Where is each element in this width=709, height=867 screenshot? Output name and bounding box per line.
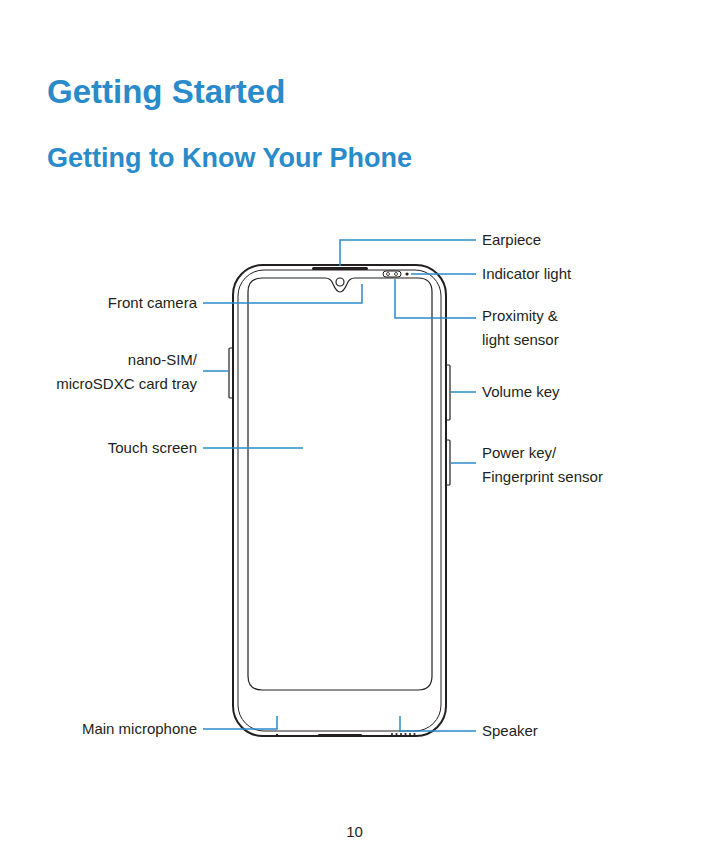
leader-lines bbox=[203, 240, 476, 731]
phone-bezel bbox=[238, 270, 441, 731]
leader-line bbox=[411, 273, 476, 275]
speaker-hole bbox=[413, 733, 415, 735]
sensor-window bbox=[387, 273, 390, 276]
speaker-hole bbox=[404, 733, 406, 735]
part-label: nano-SIM/ microSDXC card tray bbox=[52, 348, 197, 396]
speaker-hole bbox=[409, 733, 411, 735]
front-camera-lens bbox=[336, 278, 344, 286]
phone-outline bbox=[233, 265, 446, 736]
section-heading: Getting to Know Your Phone bbox=[47, 142, 412, 174]
part-label: Volume key bbox=[482, 380, 560, 404]
usb-port bbox=[318, 734, 362, 736]
leader-line bbox=[203, 716, 277, 729]
speaker-hole bbox=[395, 733, 397, 735]
leader-line bbox=[203, 447, 303, 449]
speaker-hole bbox=[400, 733, 402, 735]
speaker-hole bbox=[391, 733, 393, 735]
page-number: 10 bbox=[0, 820, 709, 844]
part-label: Touch screen bbox=[108, 436, 197, 460]
part-label: Indicator light bbox=[482, 262, 571, 286]
leader-line bbox=[451, 391, 476, 393]
microphone-hole bbox=[276, 734, 278, 736]
part-label: Earpiece bbox=[482, 228, 541, 252]
proximity-sensor bbox=[383, 271, 401, 277]
power-button bbox=[446, 440, 450, 485]
leader-line bbox=[451, 462, 476, 464]
part-label: Front camera bbox=[108, 291, 197, 315]
leader-line bbox=[203, 284, 362, 303]
leader-line bbox=[395, 279, 476, 318]
touch-screen-outline bbox=[248, 278, 432, 690]
part-label: Speaker bbox=[482, 719, 538, 743]
part-label: Power key/ Fingerprint sensor bbox=[482, 441, 612, 489]
leader-line bbox=[400, 716, 476, 731]
speaker-grill bbox=[391, 733, 416, 735]
page-title: Getting Started bbox=[47, 72, 285, 112]
card-tray bbox=[229, 348, 233, 398]
phone-body bbox=[229, 265, 450, 736]
leader-line bbox=[203, 370, 228, 372]
sensor-window bbox=[395, 273, 398, 276]
volume-button bbox=[446, 365, 450, 420]
part-label: Proximity & light sensor bbox=[482, 304, 577, 352]
indicator-light-dot bbox=[405, 272, 408, 275]
leader-line bbox=[340, 240, 476, 266]
part-label: Main microphone bbox=[82, 717, 197, 741]
earpiece-slit bbox=[312, 267, 368, 270]
